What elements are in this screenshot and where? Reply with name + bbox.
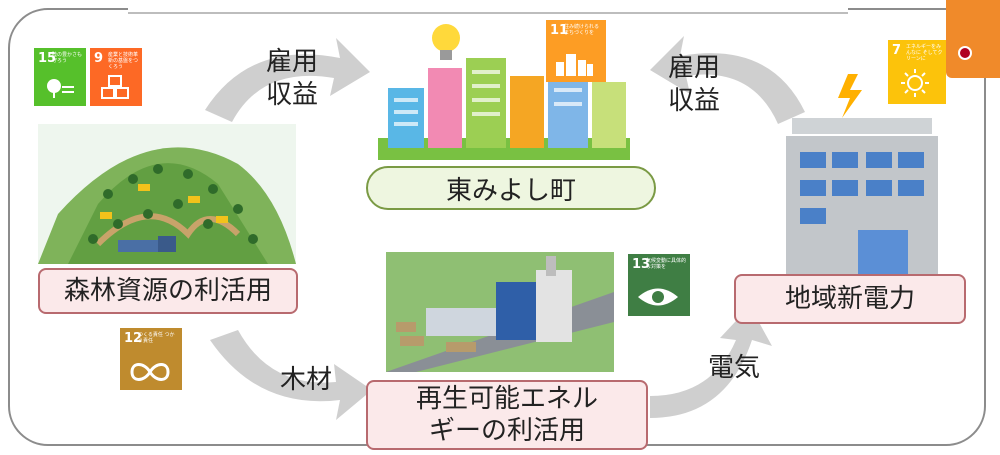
sun-icon (901, 69, 929, 97)
node-renewable: 再生可能エネル ギーの利活用 (366, 380, 648, 450)
node-forest: 森林資源の利活用 (38, 268, 298, 314)
sdg-13-text: 気候変動に具体的な対策を (646, 258, 687, 270)
node-renewable-line2: ギーの利活用 (428, 416, 585, 446)
flow-forest-to-town-label: 雇用 収益 (262, 46, 322, 111)
sdg-9-number: 9 (94, 51, 104, 66)
arrow-forest-to-town (205, 38, 370, 122)
corner-dot-icon (958, 46, 972, 60)
sdg-12-badge: 12 つくる責任 つかう責任 (120, 328, 182, 390)
sdg-11-text: 住み続けられるまちづくりを (564, 24, 600, 36)
sdg-11-number: 11 (550, 23, 569, 38)
power-company-building-illustration (786, 74, 938, 276)
sdg-7-text: エネルギーをみんなに そしてクリーンに (906, 44, 943, 62)
sdg-7-badge: 7 エネルギーをみんなに そしてクリーンに (888, 40, 946, 104)
sdg-13-badge: 13 気候変動に具体的な対策を (628, 254, 690, 316)
corner-badge (946, 0, 1000, 78)
town-illustration (378, 18, 630, 160)
sdg-7-number: 7 (892, 43, 902, 58)
sdg-11-badge: 11 住み続けられるまちづくりを (546, 20, 606, 82)
flow-electricity-label: 電気 (707, 353, 760, 383)
cubes-icon (101, 75, 129, 99)
sdg-12-number: 12 (124, 331, 143, 346)
flow-revenue-left: 収益 (265, 79, 318, 110)
sdg-9-text: 産業と技術革新の基盤をつくろう (108, 52, 139, 70)
biomass-plant-illustration (386, 252, 614, 372)
flow-employment-right: 雇用 (667, 53, 720, 83)
sdg-9-badge: 9 産業と技術革新の基盤をつくろう (90, 48, 142, 106)
arrow-forest-to-renewable (210, 330, 372, 420)
sdg-13-number: 13 (632, 257, 651, 272)
infinity-icon (130, 363, 170, 381)
flow-wood-label: 木材 (279, 365, 332, 395)
node-renewable-line1: 再生可能エネル (415, 383, 598, 414)
tree-icon (47, 79, 74, 98)
sdg-15-number: 15 (38, 51, 57, 66)
arrow-power-to-town (650, 36, 805, 124)
top-strip (128, 0, 848, 14)
arrow-renewable-to-power (650, 306, 772, 418)
node-town: 東みよし町 (366, 166, 656, 210)
buildings-icon (556, 54, 593, 76)
sdg-15-badge: 15 陸の豊かさも守ろう (34, 48, 86, 106)
eye-icon (638, 288, 678, 306)
flow-power-to-town-label: 雇用 収益 (664, 52, 724, 117)
sdg-12-text: つくる責任 つかう責任 (138, 332, 175, 344)
flow-revenue-right: 収益 (667, 85, 720, 116)
forest-machinery-illustration (38, 124, 296, 264)
sdg-15-text: 陸の豊かさも守ろう (52, 52, 83, 64)
node-power: 地域新電力 (734, 274, 966, 324)
flow-employment-left: 雇用 (265, 47, 318, 77)
